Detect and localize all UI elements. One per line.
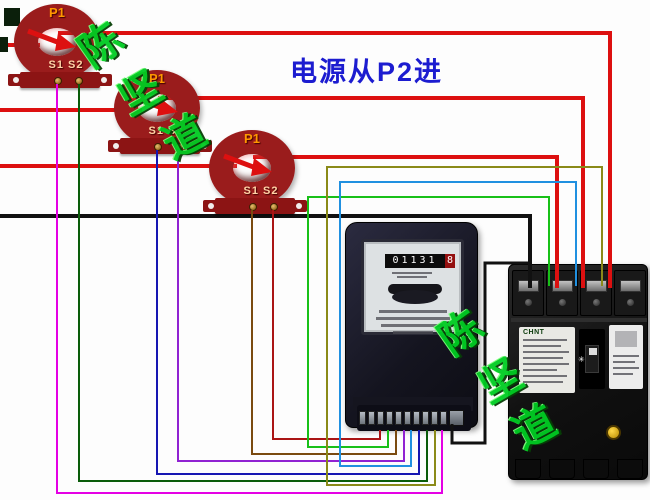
ct1-right-mount-hole [101,77,107,83]
ct2-left-mount-hole [113,143,119,149]
breaker-pole-2-plate [552,280,573,292]
meter-terminal-3 [377,411,384,425]
breaker-ledge [511,318,647,322]
breaker-pole-3-screw [593,299,600,306]
meter-terminal-5 [395,411,402,425]
meter-model-line2 [397,276,427,278]
meter-terminal-neutral [449,410,464,426]
current-transformer-1: P1 S1 S2 [8,4,112,100]
breaker-bottom-terminal-2 [549,459,575,479]
meter-terminal-1 [359,411,366,425]
ct2-left-ear [108,140,124,152]
breaker-pole-2 [546,270,578,316]
meter-terminal-9 [431,411,438,425]
breaker-top-terminals [512,270,646,316]
meter-terminal-4 [386,411,393,425]
breaker-bottom-terminals [509,459,649,481]
ct3-right-ear [291,200,307,212]
breaker-diagram-line3 [613,367,639,369]
breaker-spec-line4 [523,357,563,359]
meter-terminal-strip [357,405,471,431]
breaker-handle-label [589,348,597,355]
breaker-pole-1 [512,270,544,316]
breaker-bottom-terminal-1 [515,459,541,479]
meter-register: 01131 [385,254,445,268]
breaker-spec-label: CHNT [519,327,575,393]
breaker-toggle-recess: ✳ [578,329,605,389]
breaker-diagram-label [609,325,643,389]
breaker-spec-line1 [523,339,567,341]
ct1-primary-label: P1 [49,5,65,20]
ct1-terminal-s1 [54,77,62,85]
breaker-diagram-sketch [615,331,637,347]
power-entry-note: 电源从P2进 [290,57,444,87]
breaker-toggle-handle[interactable] [585,345,599,373]
breaker-brand: CHNT [523,329,545,336]
ct1-right-ear [96,74,112,86]
breaker-bottom-terminal-3 [583,459,609,479]
meter-terminal-8 [422,411,429,425]
meter-maker-line [393,331,433,334]
breaker-spec-line2 [523,345,561,347]
ct3-left-ear [203,200,219,212]
ct3-primary-label: P1 [244,131,260,146]
corner-mark [4,8,20,26]
breaker-spec-line6 [523,369,557,371]
breaker-pole-4-plate [620,280,641,292]
ct3-secondary-label: S1 S2 [243,185,279,197]
meter-disc-window [392,290,438,304]
breaker-diagram-line4 [613,373,633,375]
breaker-trip-mark-icon: ✳ [578,355,585,364]
ct2-primary-label: P1 [149,71,165,86]
ct3-terminal-s2 [270,203,278,211]
breaker-bottom-terminal-4 [617,459,643,479]
breaker-diagram-line1 [613,355,639,357]
ct3-terminal-s1 [249,203,257,211]
meter-register-last-digit: 8 [445,254,455,268]
breaker-test-button[interactable] [606,425,621,440]
breaker-spec-line8 [523,381,563,383]
current-transformer-3: P1 S1 S2 [203,130,307,226]
ct3-right-mount-hole [296,203,302,209]
ct1-terminal-s2 [75,77,83,85]
edge-mark [0,37,8,52]
breaker-spec-line5 [523,363,569,365]
breaker-pole-1-plate [518,280,539,292]
meter-terminal-10 [440,411,447,425]
breaker-spec-line3 [523,351,569,353]
breaker-spec-line7 [523,375,567,377]
meter-terminal-2 [368,411,375,425]
breaker-pole-4-screw [627,299,634,306]
breaker-pole-2-screw [559,299,566,306]
ct1-left-ear [8,74,24,86]
meter-model-line [392,272,432,274]
ct3-left-mount-hole [208,203,214,209]
ct1-left-mount-hole [13,77,19,83]
breaker-pole-1-screw [525,299,532,306]
ct2-terminal-s1 [154,143,162,151]
meter-terminal-6 [404,411,411,425]
breaker-pole-3 [580,270,612,316]
ct1-secondary-label: S1 S2 [48,59,84,71]
meter-terminal-7 [413,411,420,425]
breaker-pole-3-plate [586,280,607,292]
breaker-diagram-line2 [613,361,635,363]
breaker-pole-4 [614,270,646,316]
